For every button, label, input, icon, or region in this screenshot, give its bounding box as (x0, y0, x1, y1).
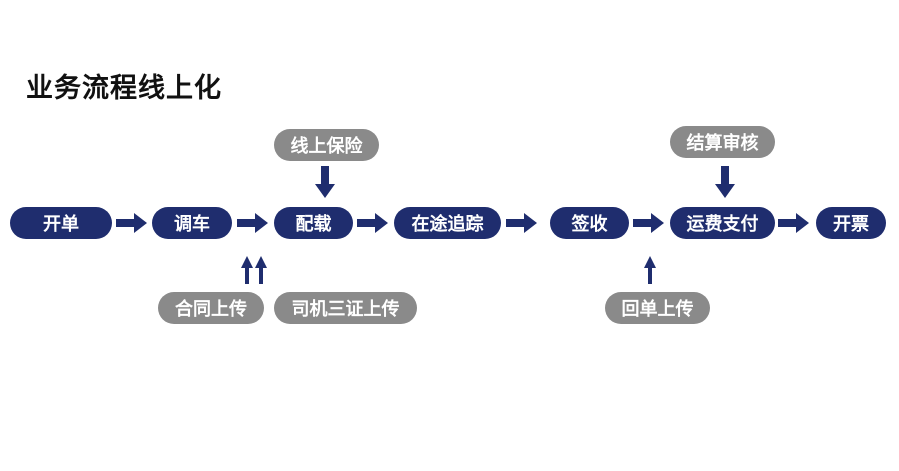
node-in-transit-tracking: 在途追踪 (394, 207, 501, 239)
node-billing: 开单 (10, 207, 112, 239)
node-online-insurance: 线上保险 (274, 129, 379, 161)
arrow-up-icon (255, 256, 267, 284)
node-driver-docs-upload: 司机三证上传 (274, 292, 417, 324)
arrow-right-icon (357, 213, 388, 233)
arrow-up-icon (241, 256, 253, 284)
node-settlement-audit: 结算审核 (670, 126, 775, 158)
node-loading: 配载 (274, 207, 353, 239)
main-flow-arrows (116, 213, 809, 233)
arrow-down-icon (715, 166, 735, 198)
node-freight-payment: 运费支付 (670, 207, 775, 239)
arrow-right-icon (506, 213, 537, 233)
node-contract-upload: 合同上传 (158, 292, 264, 324)
node-sign-off: 签收 (550, 207, 629, 239)
node-dispatch: 调车 (152, 207, 232, 239)
arrow-right-icon (237, 213, 268, 233)
node-receipt-upload: 回单上传 (605, 292, 710, 324)
arrow-down-icon (315, 166, 335, 198)
arrow-up-icon (644, 256, 656, 284)
node-invoicing: 开票 (816, 207, 886, 239)
arrow-right-icon (633, 213, 664, 233)
arrow-right-icon (778, 213, 809, 233)
arrow-right-icon (116, 213, 147, 233)
page-title: 业务流程线上化 (26, 73, 222, 104)
